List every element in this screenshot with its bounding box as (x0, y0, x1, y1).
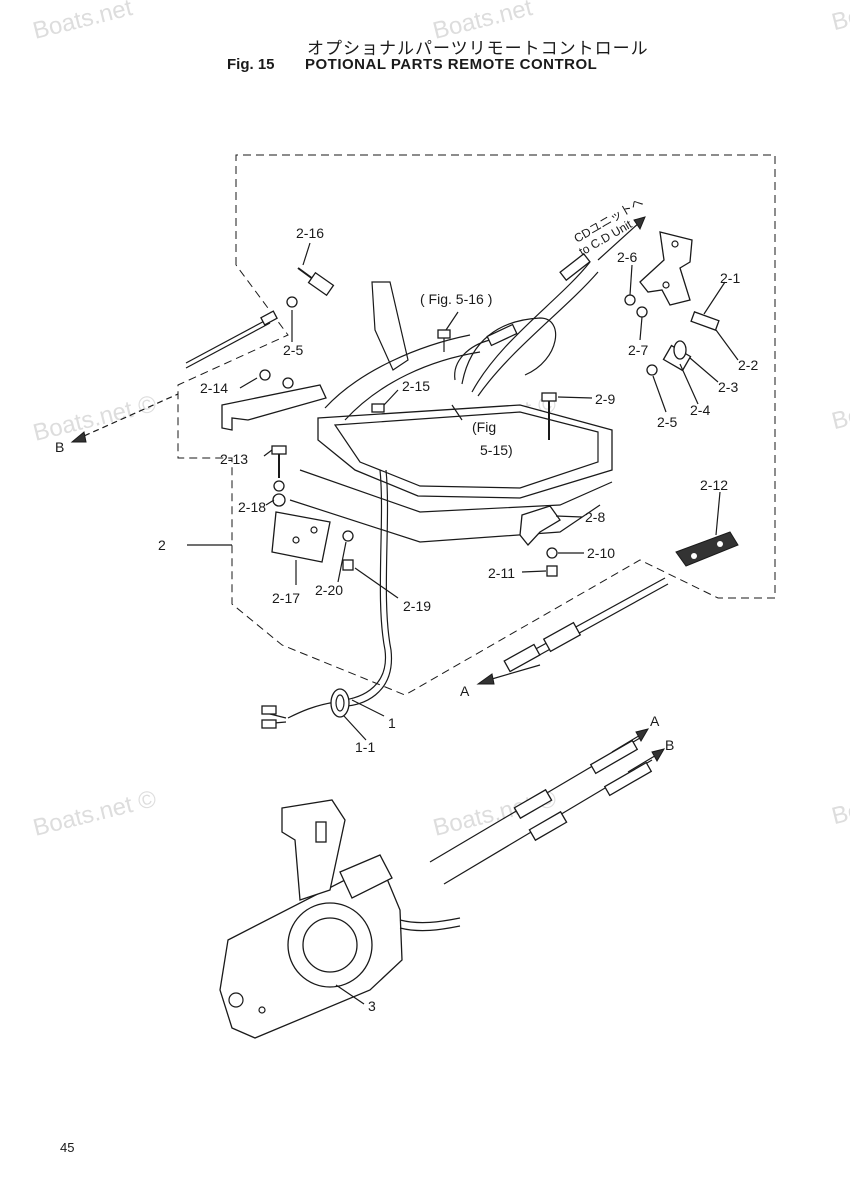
callout-2-5: 2-5 (283, 342, 303, 358)
callout-fig-5-15-line1: (Fig (472, 419, 496, 435)
callout-2-13: 2-13 (220, 451, 248, 467)
callout-2-7: 2-7 (628, 342, 648, 358)
callout-1: 1 (388, 715, 396, 731)
callout-2-12: 2-12 (700, 477, 728, 493)
remote-control-box (219, 799, 461, 1039)
arrow-a-label: A (460, 683, 470, 699)
callout-2-4: 2-4 (690, 402, 710, 418)
bracket-2-17 (271, 511, 331, 563)
washer-2-20 (342, 530, 354, 542)
callout-2-14: 2-14 (200, 380, 228, 396)
cable-a-upper (503, 577, 669, 673)
pin-2-2 (690, 311, 720, 331)
nut-2-7 (636, 306, 648, 318)
callout-3: 3 (368, 998, 376, 1014)
arrow-b-label: B (55, 439, 64, 455)
arrows (70, 216, 666, 773)
callout-2-18: 2-18 (238, 499, 266, 515)
callout-2-15: 2-15 (402, 378, 430, 394)
callout-2-3: 2-3 (718, 379, 738, 395)
callout-2-11: 2-11 (488, 565, 515, 581)
nut-2-19 (342, 559, 354, 571)
callout-2-10: 2-10 (587, 545, 615, 561)
callout-2-8: 2-8 (585, 509, 605, 525)
callout-2-20: 2-20 (315, 582, 343, 598)
page-number: 45 (60, 1140, 75, 1155)
callout-fig-5-16: ( Fig. 5-16 ) (420, 291, 492, 307)
arrow-b-label-lower: B (665, 737, 674, 753)
washer-2-5 (646, 364, 658, 376)
callout-2-19: 2-19 (403, 598, 431, 614)
callout-1-1: 1-1 (355, 739, 375, 755)
callout-fig-5-15-line2: 5-15) (480, 442, 513, 458)
cable-b-lower (443, 759, 653, 885)
assembly-boundary (177, 154, 776, 696)
joint-2-3-2-4 (662, 340, 692, 372)
nut-2-11 (546, 565, 558, 577)
bracket-2-14 (221, 369, 327, 431)
leader-lines (187, 242, 739, 1005)
bolt-2-13 (271, 445, 287, 507)
lever-2-1 (639, 231, 693, 306)
washer-2-6 (624, 294, 636, 306)
cable-end-2-12 (675, 531, 739, 567)
callout-2-5-right: 2-5 (657, 414, 677, 430)
callout-2-9: 2-9 (595, 391, 615, 407)
callout-2-6: 2-6 (617, 249, 637, 265)
arrow-a-label-lower: A (650, 713, 660, 729)
screw-fig-5-16 (437, 329, 451, 352)
left-hardware (185, 267, 335, 369)
callout-2: 2 (158, 537, 166, 553)
callout-2-16: 2-16 (296, 225, 324, 241)
wire-harness (454, 252, 599, 397)
bolt-2-9 (541, 392, 557, 440)
washer-2-10 (546, 547, 558, 559)
callout-2-17: 2-17 (272, 590, 300, 606)
callout-2-2: 2-2 (738, 357, 758, 373)
figure-number: Fig. 15 (227, 56, 275, 73)
figure-title-japanese: オプショナルパーツリモートコントロール (307, 39, 649, 58)
mounting-bracket (289, 281, 613, 543)
clip-2-15 (371, 403, 385, 413)
main-cable (261, 469, 392, 729)
plate-2-8 (519, 505, 561, 546)
cable-a-lower (429, 737, 641, 863)
figure-title: POTIONAL PARTS REMOTE CONTROL (305, 56, 598, 73)
callout-2-1: 2-1 (720, 270, 740, 286)
